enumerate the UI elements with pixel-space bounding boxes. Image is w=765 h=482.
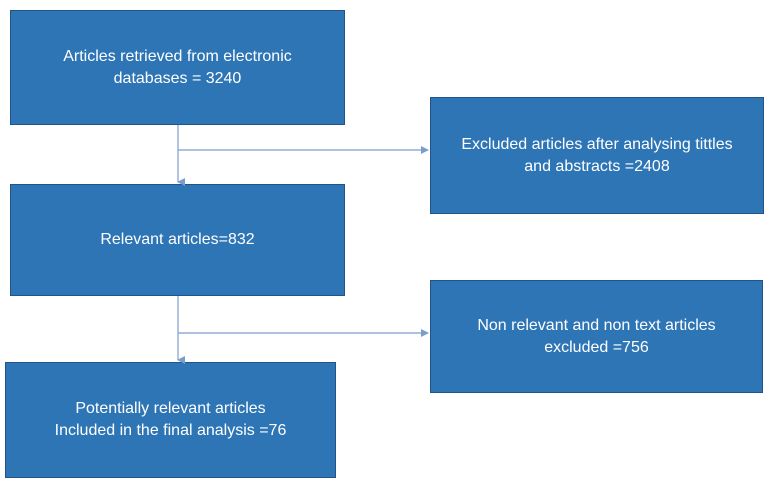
retrieved-articles-label: Articles retrieved from electronic datab…	[63, 47, 292, 87]
relevant-articles-label: Relevant articles=832	[100, 231, 255, 248]
non-relevant-box: Non relevant and non text articles exclu…	[430, 280, 763, 393]
excluded-titles-box: Excluded articles after analysing tittle…	[430, 97, 764, 214]
retrieved-articles-box: Articles retrieved from electronic datab…	[10, 10, 345, 125]
excluded-titles-label: Excluded articles after analysing tittle…	[461, 135, 733, 175]
relevant-articles-box: Relevant articles=832	[10, 184, 345, 296]
final-analysis-label: Potentially relevant articles Included i…	[54, 400, 287, 439]
final-analysis-box: Potentially relevant articles Included i…	[5, 362, 336, 478]
non-relevant-label: Non relevant and non text articles exclu…	[477, 316, 716, 356]
